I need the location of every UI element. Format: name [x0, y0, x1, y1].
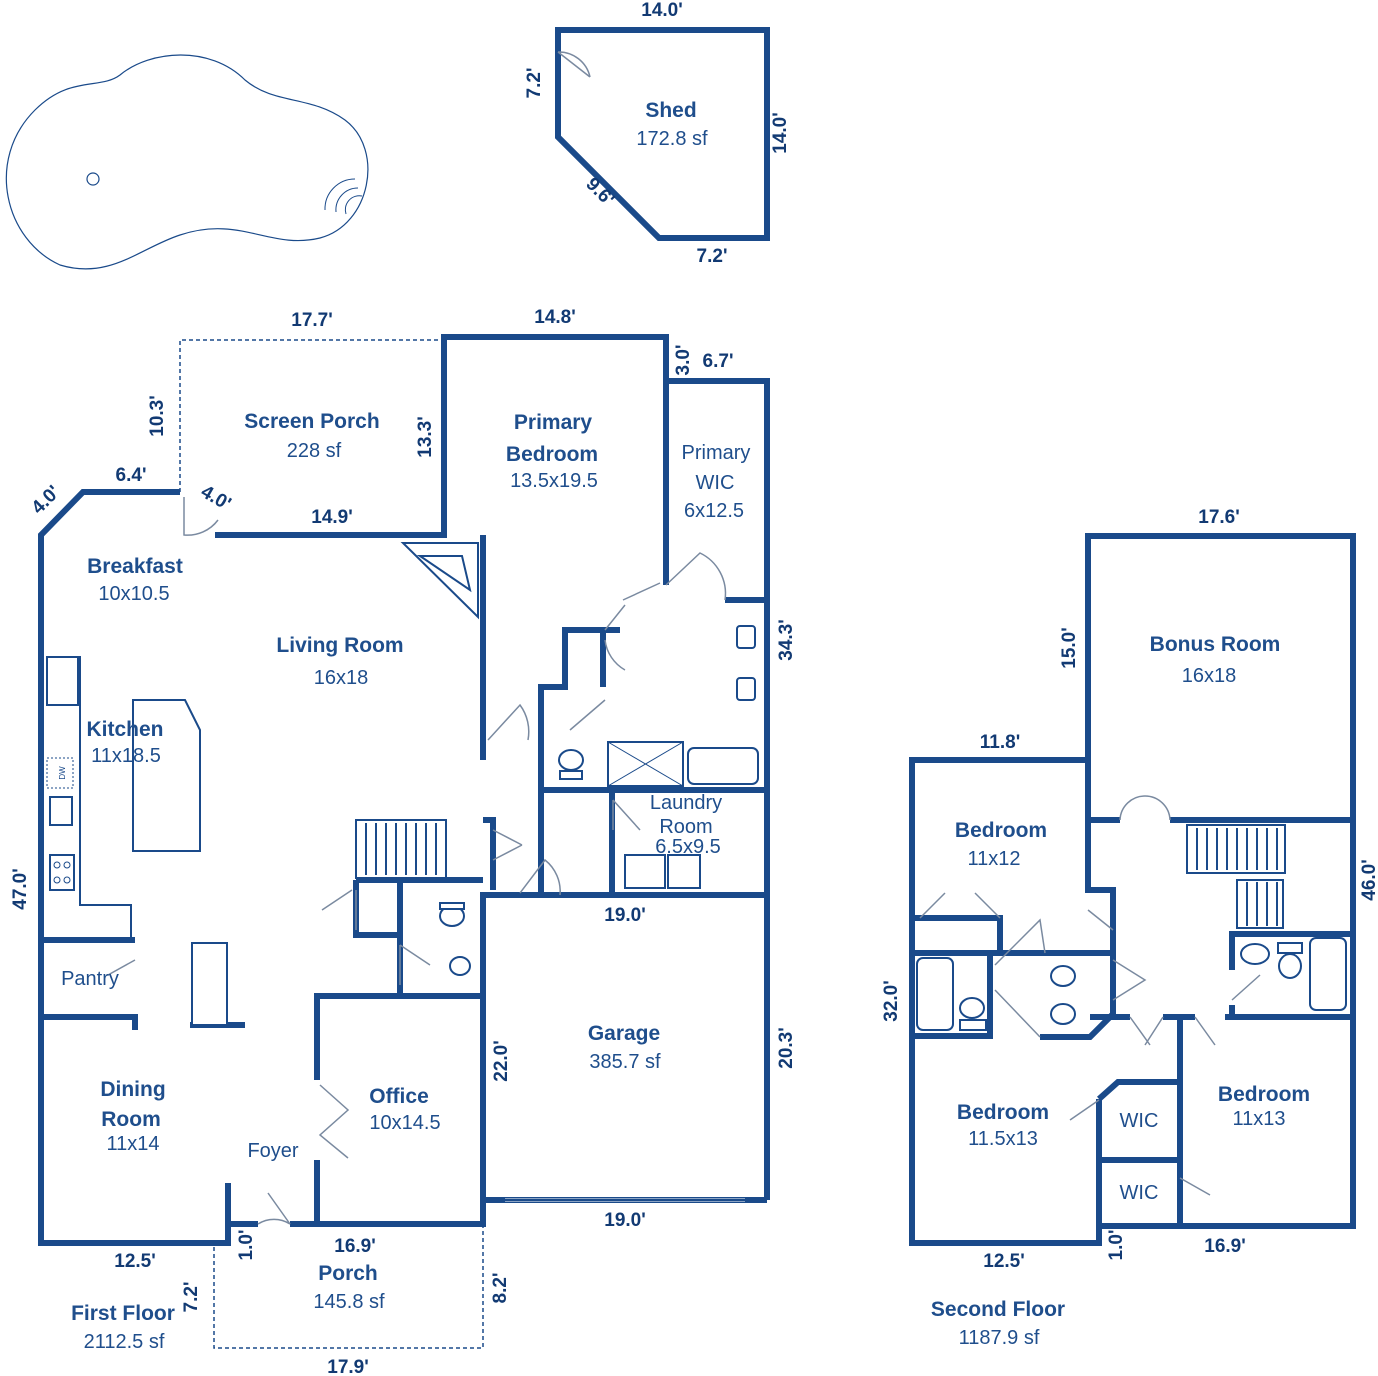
first-floor-title: First Floor	[71, 1302, 175, 1325]
bedroom3-name: Bedroom	[1218, 1083, 1310, 1106]
dim-bottom-left: 12.5'	[114, 1251, 156, 1272]
living-room-size: 16x18	[314, 667, 369, 689]
dim-left-side: 47.0'	[10, 868, 31, 910]
dim-laundry-bottom: 19.0'	[604, 905, 646, 926]
shed-dim-top: 14.0'	[641, 0, 683, 21]
shed-area: 172.8 sf	[636, 128, 708, 150]
wic2-name: WIC	[1120, 1182, 1159, 1204]
primary-wic-name1: Primary	[682, 442, 751, 464]
second-floor-title: Second Floor	[931, 1298, 1065, 1321]
dim-porch-bottom: 17.9'	[327, 1357, 369, 1376]
dining-size: 11x14	[106, 1133, 159, 1155]
primary-bedroom-name2: Bedroom	[506, 443, 598, 466]
shed-dim-bottom: 7.2'	[697, 246, 728, 267]
dim-porch-left: 7.2'	[181, 1282, 202, 1313]
wic1-name: WIC	[1120, 1110, 1159, 1132]
dim-garage-left: 22.0'	[491, 1040, 512, 1082]
stairs-second	[1186, 824, 1286, 929]
dim-right-side: 34.3'	[776, 619, 797, 661]
second-floor-area: 1187.9 sf	[959, 1327, 1040, 1349]
dim-step: 3.0'	[673, 345, 694, 376]
first-floor: DW	[10, 307, 797, 1376]
kitchen-name: Kitchen	[86, 718, 163, 741]
stairs-first	[355, 819, 447, 879]
dim2-bed-top: 11.8'	[980, 732, 1020, 753]
dim2-left-side: 32.0'	[881, 980, 902, 1022]
dim-screen-right: 13.3'	[415, 416, 436, 458]
dim2-bottom-left: 12.5'	[983, 1251, 1025, 1272]
living-room-name: Living Room	[276, 634, 403, 657]
shed-dim-left: 7.2'	[524, 68, 545, 99]
bedroom2-size: 11.5x13	[968, 1128, 1038, 1150]
kitchen-size: 11x18.5	[91, 745, 161, 767]
second-floor: Bonus Room 16x18 Bedroom 11x12 Bedroom 1…	[881, 507, 1378, 1349]
breakfast-size: 10x10.5	[98, 583, 169, 605]
breakfast-name: Breakfast	[87, 555, 183, 578]
shed-dim-diag: 9.6'	[582, 174, 619, 211]
porch-name: Porch	[318, 1262, 378, 1285]
foyer-name: Foyer	[247, 1140, 298, 1162]
bonus-room-size: 16x18	[1182, 665, 1237, 687]
office-name: Office	[369, 1085, 429, 1108]
dim-bottom-mid: 16.9'	[334, 1236, 376, 1257]
dw-label: DW	[58, 766, 67, 780]
office-size: 10x14.5	[369, 1112, 440, 1134]
porch-size: 145.8 sf	[313, 1291, 385, 1313]
dim-screen-top: 17.7'	[291, 310, 333, 331]
dim2-jog: 1.0'	[1106, 1230, 1127, 1261]
shed-name: Shed	[645, 99, 696, 122]
laundry-name1: Laundry	[650, 792, 722, 814]
shed-dim-right: 14.0'	[770, 112, 791, 154]
dim2-bottom-right: 16.9'	[1204, 1236, 1246, 1257]
primary-bedroom-size: 13.5x19.5	[510, 470, 598, 492]
bedroom2-name: Bedroom	[957, 1101, 1049, 1124]
first-floor-area: 2112.5 sf	[84, 1331, 165, 1353]
pool	[5, 54, 369, 270]
dim-door-diag: 4.0'	[197, 481, 234, 515]
dim-primary-top: 14.8'	[534, 307, 576, 328]
bedroom1-name: Bedroom	[955, 819, 1047, 842]
dim2-right-side: 46.0'	[1359, 859, 1378, 901]
garage-name: Garage	[588, 1022, 660, 1045]
shed: Shed 172.8 sf 14.0' 7.2' 14.0' 9.6' 7.2'	[524, 0, 791, 267]
laundry-name2: Room	[659, 816, 712, 838]
laundry-size: 6.5x9.5	[655, 836, 721, 858]
dining-name2: Room	[101, 1108, 161, 1131]
dim-screen-left: 10.3'	[147, 395, 168, 437]
dim-living-top: 14.9'	[311, 507, 353, 528]
primary-wic-name2: WIC	[696, 472, 735, 494]
bedroom1-size: 11x12	[967, 848, 1020, 870]
dim-garage-right: 20.3'	[776, 1027, 797, 1069]
screen-porch-name: Screen Porch	[244, 410, 379, 433]
dim2-bonus-left: 15.0'	[1059, 627, 1080, 669]
screen-porch-size: 228 sf	[287, 440, 342, 462]
primary-wic-size: 6x12.5	[684, 500, 744, 522]
dim2-bonus-top: 17.6'	[1198, 507, 1240, 528]
dining-name1: Dining	[100, 1078, 165, 1101]
dim-wic-top: 6.7'	[703, 351, 734, 372]
bedroom3-size: 11x13	[1232, 1108, 1285, 1130]
pantry-name: Pantry	[61, 968, 119, 990]
bonus-room-name: Bonus Room	[1150, 633, 1281, 656]
primary-bedroom-name1: Primary	[514, 411, 593, 434]
dim-porch-right: 8.2'	[490, 1273, 511, 1304]
dim-garage-bottom: 19.0'	[604, 1210, 646, 1231]
dim-breakfast-top: 6.4'	[116, 465, 147, 486]
garage-size: 385.7 sf	[589, 1051, 661, 1073]
dim-jog: 1.0'	[236, 1230, 257, 1261]
